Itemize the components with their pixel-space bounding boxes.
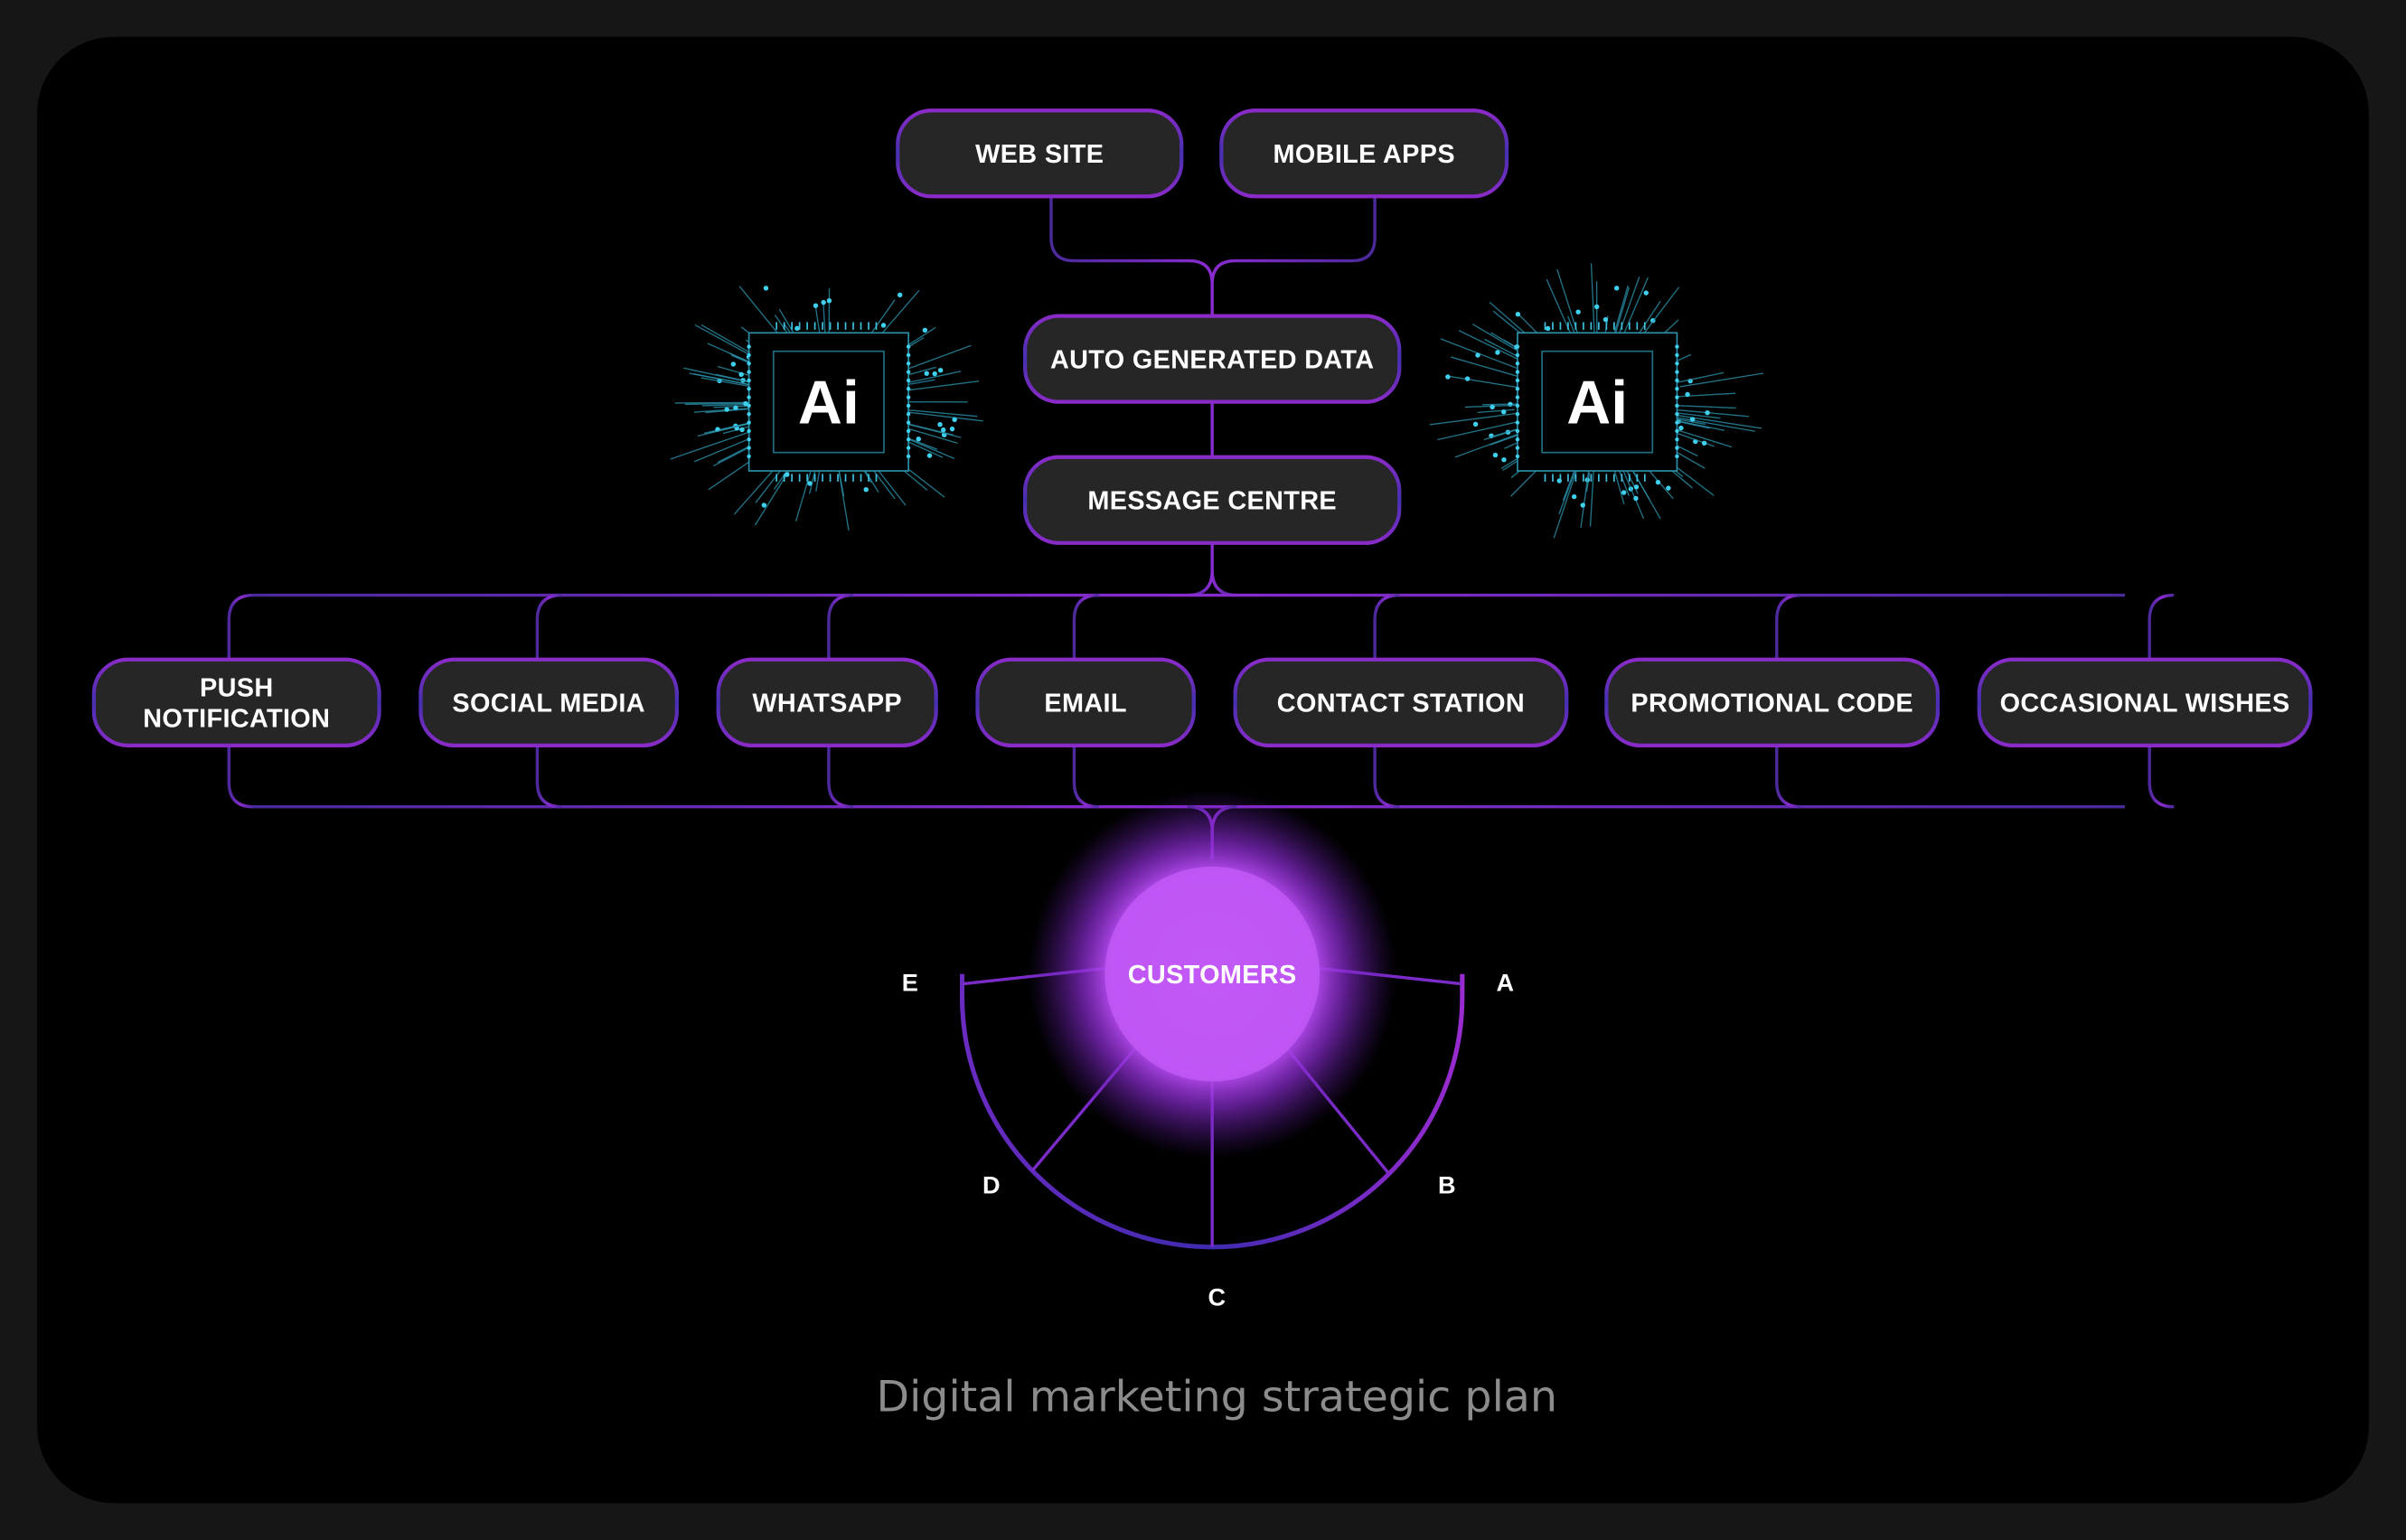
promotional-code-box xyxy=(1604,657,1941,747)
segment-label-a: A xyxy=(1497,968,1515,996)
message-centre-label: MESSAGE CENTRE xyxy=(1087,486,1337,515)
push-notification-label: NOTIFICATION xyxy=(143,704,330,733)
message-centre-box xyxy=(1023,455,1402,545)
whatsapp-label: WHATSAPP xyxy=(752,690,902,718)
channel-drop xyxy=(535,593,562,809)
ai-label: Ai xyxy=(798,369,860,437)
promotional-code-node[interactable]: PROMOTIONAL CODE xyxy=(1604,657,1941,747)
push-notification-label: PUSH xyxy=(200,674,274,703)
diagram-title: Digital marketing strategic plan xyxy=(877,1372,1558,1422)
contact-station-box xyxy=(1233,657,1569,747)
whatsapp-node[interactable]: WHATSAPP xyxy=(716,657,938,747)
channel-drop xyxy=(1072,593,1099,809)
promotional-code-label: PROMOTIONAL CODE xyxy=(1631,690,1913,718)
auto-generated-data-label: AUTO GENERATED DATA xyxy=(1050,345,1374,374)
web-site-label: WEB SITE xyxy=(975,140,1104,169)
customers-label: CUSTOMERS xyxy=(1128,961,1297,990)
social-media-box xyxy=(418,657,679,747)
ai-badges: Ai Ai xyxy=(670,263,1764,539)
email-node[interactable]: EMAIL xyxy=(975,657,1196,747)
occasional-wishes-label: OCCASIONAL WISHES xyxy=(2000,690,2290,718)
web-site-node[interactable]: WEB SITE xyxy=(896,108,1184,199)
whatsapp-box xyxy=(716,657,938,747)
auto-generated-data-box xyxy=(1023,314,1402,404)
source-connector xyxy=(1049,196,1377,316)
channel-drop xyxy=(1775,593,1801,809)
ai-chip-icon: Ai xyxy=(1429,263,1764,539)
segment-label-b: B xyxy=(1438,1170,1456,1198)
push-notification-box xyxy=(91,657,381,747)
channel-drop xyxy=(1373,593,1400,809)
channel-drop xyxy=(227,593,254,809)
mobile-apps-box xyxy=(1219,108,1509,199)
channel-drop xyxy=(827,593,854,809)
canvas-background xyxy=(37,36,2369,1504)
segment-label-e: E xyxy=(902,968,918,996)
nodes: WEB SITE MOBILE APPS AUTO GENERATED DATA ME… xyxy=(91,108,2313,747)
segment-label-d: D xyxy=(982,1170,1001,1198)
social-media-node[interactable]: SOCIAL MEDIA xyxy=(418,657,679,747)
channel-drop xyxy=(2148,593,2175,809)
auto-generated-data-node[interactable]: AUTO GENERATED DATA xyxy=(1023,314,1402,404)
contact-station-node[interactable]: CONTACT STATION xyxy=(1233,657,1569,747)
web-site-box xyxy=(896,108,1184,199)
mobile-apps-label: MOBILE APPS xyxy=(1273,140,1455,169)
customers-node[interactable] xyxy=(1104,866,1320,1082)
segment-label-c: C xyxy=(1208,1282,1226,1310)
customers-section: CUSTOMERS A B C D E xyxy=(902,790,1514,1310)
email-label: EMAIL xyxy=(1044,690,1126,718)
email-box xyxy=(975,657,1196,747)
ai-label: Ai xyxy=(1566,369,1628,437)
social-media-label: SOCIAL MEDIA xyxy=(452,690,644,718)
ai-chip-icon: Ai xyxy=(670,286,983,531)
mobile-apps-node[interactable]: MOBILE APPS xyxy=(1219,108,1509,199)
message-centre-node[interactable]: MESSAGE CENTRE xyxy=(1023,455,1402,545)
occasional-wishes-box xyxy=(1977,657,2313,747)
contact-station-label: CONTACT STATION xyxy=(1277,690,1525,718)
occasional-wishes-node[interactable]: OCCASIONAL WISHES xyxy=(1977,657,2313,747)
